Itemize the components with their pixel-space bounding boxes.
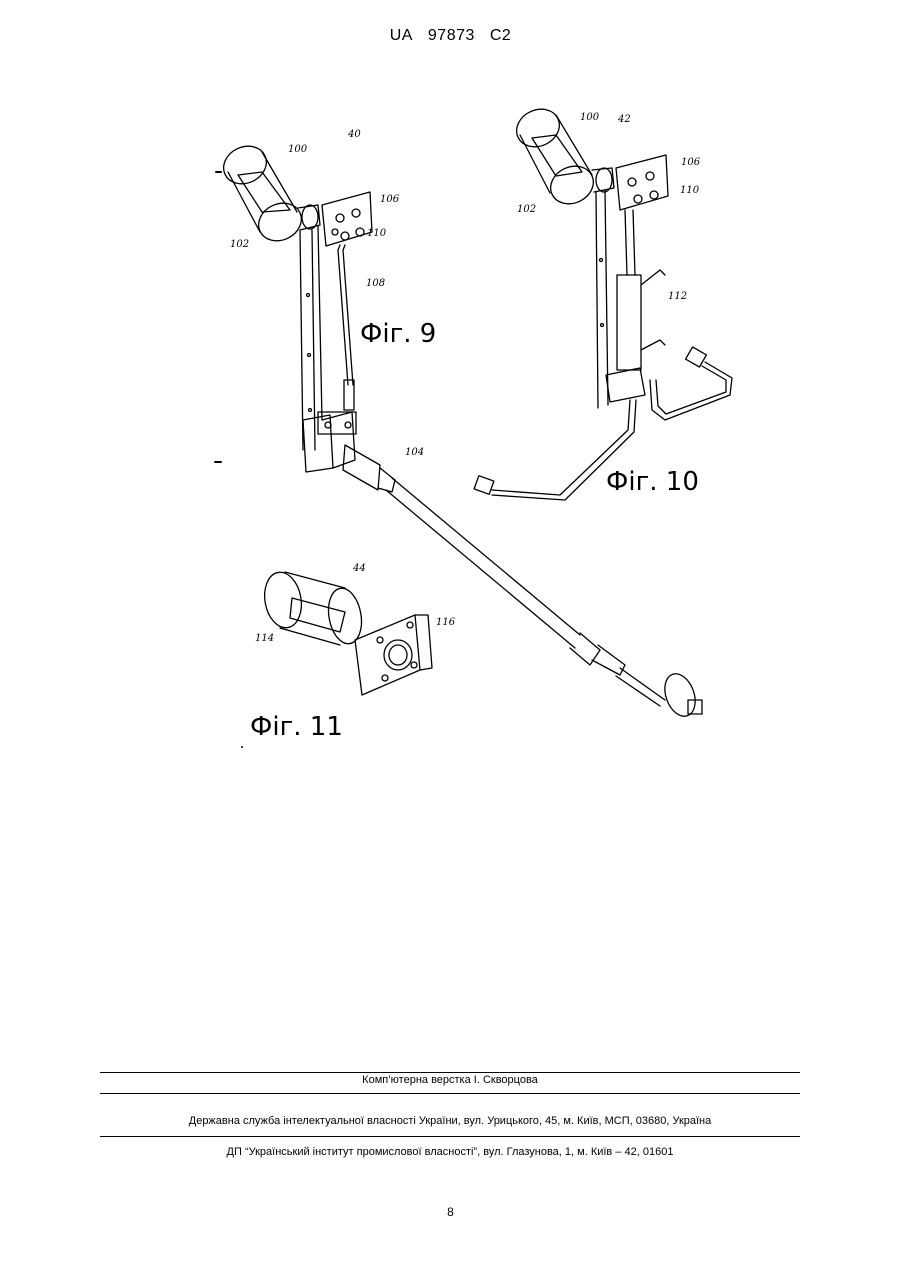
footer-rule-top [100, 1072, 800, 1073]
ref-106: 106 [681, 157, 701, 168]
ref-112: 112 [668, 291, 687, 302]
ref-114: 114 [255, 633, 274, 644]
footer-office: Державна служба інтелектуальної власност… [100, 1115, 800, 1127]
footer-rule-middle [100, 1093, 800, 1094]
fig11-ref-labels: 44 114 116 [255, 563, 456, 644]
ref-44: 44 [352, 563, 366, 574]
fig9-label: Фіг. 9 [360, 319, 436, 349]
fig11-label: Фіг. 11 [250, 712, 343, 742]
ref-100: 100 [288, 144, 308, 155]
fig10-ref-labels: 42 100 102 106 110 112 [517, 112, 701, 302]
ref-108: 108 [366, 278, 385, 289]
fig10-hydraulic-cylinder [606, 210, 665, 402]
page-number: 8 [0, 1205, 901, 1219]
ref-104: 104 [405, 447, 424, 458]
fig9-vertical-arm [300, 226, 322, 450]
ref-106: 106 [380, 194, 400, 205]
footer-layout-credit: Комп’ютерна верстка І. Скворцова [100, 1074, 800, 1086]
fig10-label: Фіг. 10 [606, 467, 699, 497]
fig11-plate [355, 615, 432, 695]
patent-drawing: 40 100 102 106 110 108 104 Фіг. 9 [0, 0, 901, 800]
footer-rule-bottom [100, 1136, 800, 1137]
fig9-link-rod [338, 245, 354, 410]
ref-100: 100 [580, 112, 600, 123]
ref-42: 42 [617, 114, 631, 125]
fig9-assembly: 40 100 102 106 110 108 104 Фіг. 9 [217, 129, 702, 720]
ref-110: 110 [680, 185, 700, 196]
ref-40: 40 [347, 129, 361, 140]
fig9-lower-block [303, 412, 356, 472]
fig11-sleeve [260, 569, 365, 646]
fig10-assembly: 42 100 102 106 110 112 Фіг. 10 [474, 102, 732, 500]
ref-102: 102 [517, 204, 536, 215]
fig9-handle-cylinder [217, 139, 320, 247]
fig11-assembly: 44 114 116 Фіг. 11 [250, 563, 456, 742]
fig9-ref-labels: 40 100 102 106 110 108 104 [230, 129, 424, 458]
ref-102: 102 [230, 239, 249, 250]
footer-institute: ДП “Український інститут промислової вла… [100, 1146, 800, 1158]
fig10-mount-plate [616, 155, 668, 210]
ref-110: 110 [367, 228, 387, 239]
ref-116: 116 [436, 617, 456, 628]
fig9-mount-plate [322, 192, 372, 246]
